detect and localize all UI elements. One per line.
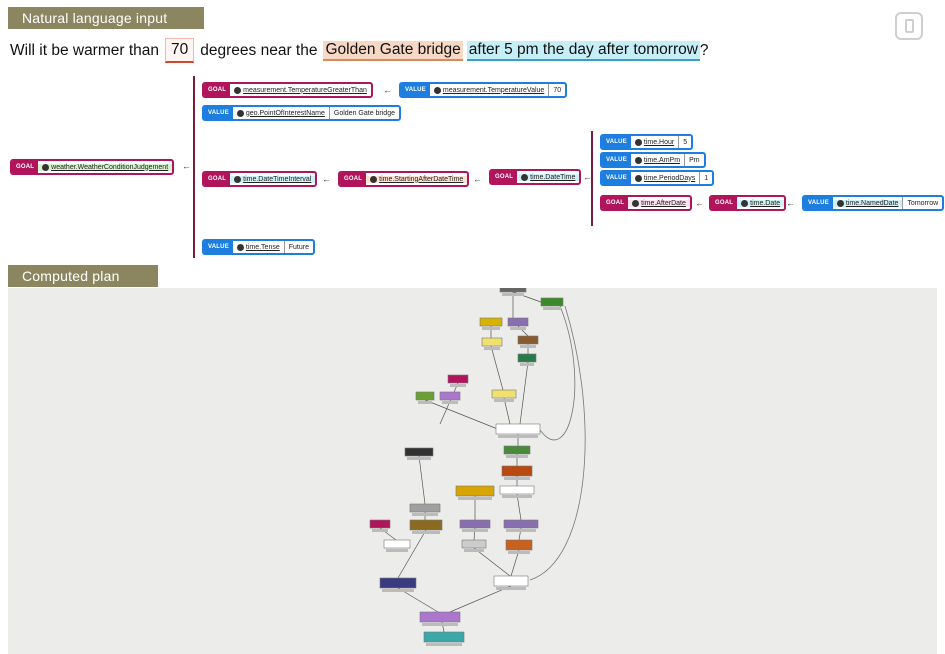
plan-edge: [397, 529, 427, 579]
clock-icon: [632, 199, 640, 207]
node-named-date[interactable]: VALUE time.NamedDate Tomorrow: [802, 195, 945, 211]
plan-node[interactable]: [491, 389, 517, 402]
plan-node[interactable]: [423, 631, 465, 646]
plan-node[interactable]: [507, 317, 529, 330]
edge-arrow: ←: [786, 198, 795, 208]
node-datetime[interactable]: GOAL time.DateTime: [489, 169, 582, 185]
plan-node[interactable]: [461, 539, 487, 552]
thermometer-icon: [433, 86, 441, 94]
edge-arrow: ←: [383, 85, 392, 95]
plan-edge: [418, 455, 426, 505]
plan-node[interactable]: [415, 391, 435, 404]
clock-icon: [741, 199, 749, 207]
plan-node[interactable]: [503, 445, 531, 458]
plan-edge: [490, 345, 504, 391]
plan-node[interactable]: [499, 288, 527, 296]
plan-node[interactable]: [517, 335, 539, 348]
node-tense[interactable]: VALUE time.Tense Future: [202, 239, 315, 255]
token-time[interactable]: after 5 pm the day after tomorrow: [466, 40, 700, 61]
plan-node[interactable]: [379, 577, 417, 592]
globe-icon: [236, 109, 244, 117]
edge-arrow: ←: [473, 174, 482, 184]
plan-edge: [424, 399, 501, 431]
node-temperature-value[interactable]: VALUE measurement.TemperatureValue 70: [399, 82, 568, 98]
umbrella-icon: [42, 163, 50, 171]
node-weather-judgement[interactable]: GOAL weather.WeatherConditionJudgement: [10, 159, 175, 175]
node-date[interactable]: GOAL time.Date: [709, 195, 787, 211]
clock-icon: [236, 243, 244, 251]
clock-icon: [634, 138, 642, 146]
sentence-text-1: Will it be warmer than: [10, 41, 160, 59]
thermometer-icon: [234, 86, 242, 94]
node-datetime-interval[interactable]: GOAL time.DateTimeInterval: [202, 171, 318, 187]
plan-node[interactable]: [409, 519, 443, 534]
plan-edge: [516, 493, 522, 521]
plan-node[interactable]: [499, 485, 535, 498]
edge-arrow: ←: [695, 198, 704, 208]
plan-node[interactable]: [409, 503, 441, 516]
plan-node[interactable]: [479, 317, 503, 330]
plan-node[interactable]: [493, 575, 529, 590]
plan-edge: [473, 547, 511, 577]
plan-graph: [369, 288, 586, 646]
edge-arrow: ←: [583, 172, 592, 182]
plan-node[interactable]: [481, 337, 503, 350]
plan-edge: [519, 361, 529, 425]
node-am-pm[interactable]: VALUE time.AmPm Pm: [600, 152, 706, 168]
sentence-end: ?: [699, 41, 709, 59]
plan-node[interactable]: [503, 519, 539, 532]
tree-connector-time: [591, 131, 593, 226]
token-number[interactable]: 70: [165, 38, 195, 63]
sentence-text-2: degrees near the: [200, 41, 318, 59]
edge-arrow: ←: [322, 174, 331, 184]
plan-node[interactable]: [369, 519, 391, 532]
node-point-of-interest[interactable]: VALUE geo.PointOfInterestName Golden Gat…: [202, 105, 401, 121]
node-after-date[interactable]: GOAL time.AfterDate: [600, 195, 692, 211]
plan-node[interactable]: [501, 465, 533, 480]
plan-node[interactable]: [383, 539, 411, 552]
clock-icon: [836, 199, 844, 207]
edge-arrow: ←: [182, 161, 191, 171]
input-sentence: Will it be warmer than 70 degrees near t…: [10, 38, 709, 63]
plan-node[interactable]: [495, 423, 541, 438]
node-hour[interactable]: VALUE time.Hour 5: [600, 134, 694, 150]
clock-icon: [234, 175, 242, 183]
node-period-days[interactable]: VALUE time.PeriodDays 1: [600, 170, 715, 186]
plan-node[interactable]: [459, 519, 491, 532]
plan-node[interactable]: [419, 611, 461, 626]
plan-node[interactable]: [439, 391, 461, 404]
clock-icon: [634, 156, 642, 164]
plan-edge: [510, 549, 520, 577]
tree-connector-main: [193, 76, 195, 258]
plan-edge: [449, 585, 512, 613]
plan-node[interactable]: [455, 485, 495, 500]
clock-icon: [521, 173, 529, 181]
plan-edge: [503, 397, 511, 425]
token-point-of-interest[interactable]: Golden Gate bridge: [323, 40, 463, 61]
node-temperature-greater-than[interactable]: GOAL measurement.TemperatureGreaterThan: [202, 82, 373, 98]
computed-plan-header: Computed plan: [8, 265, 158, 287]
clock-icon: [370, 175, 378, 183]
clock-icon: [634, 174, 642, 182]
device-icon[interactable]: [895, 12, 923, 40]
plan-edge-curve: [529, 305, 586, 581]
natural-language-input-header: Natural language input: [8, 7, 204, 29]
plan-edge-curve: [539, 305, 576, 440]
plan-node[interactable]: [540, 297, 564, 310]
plan-node[interactable]: [447, 374, 469, 387]
computed-plan-area: [8, 288, 937, 654]
plan-node[interactable]: [517, 353, 537, 366]
plan-node[interactable]: [404, 447, 434, 460]
plan-node[interactable]: [505, 539, 533, 554]
node-starting-after-datetime[interactable]: GOAL time.StartingAfterDateTime: [338, 171, 470, 187]
